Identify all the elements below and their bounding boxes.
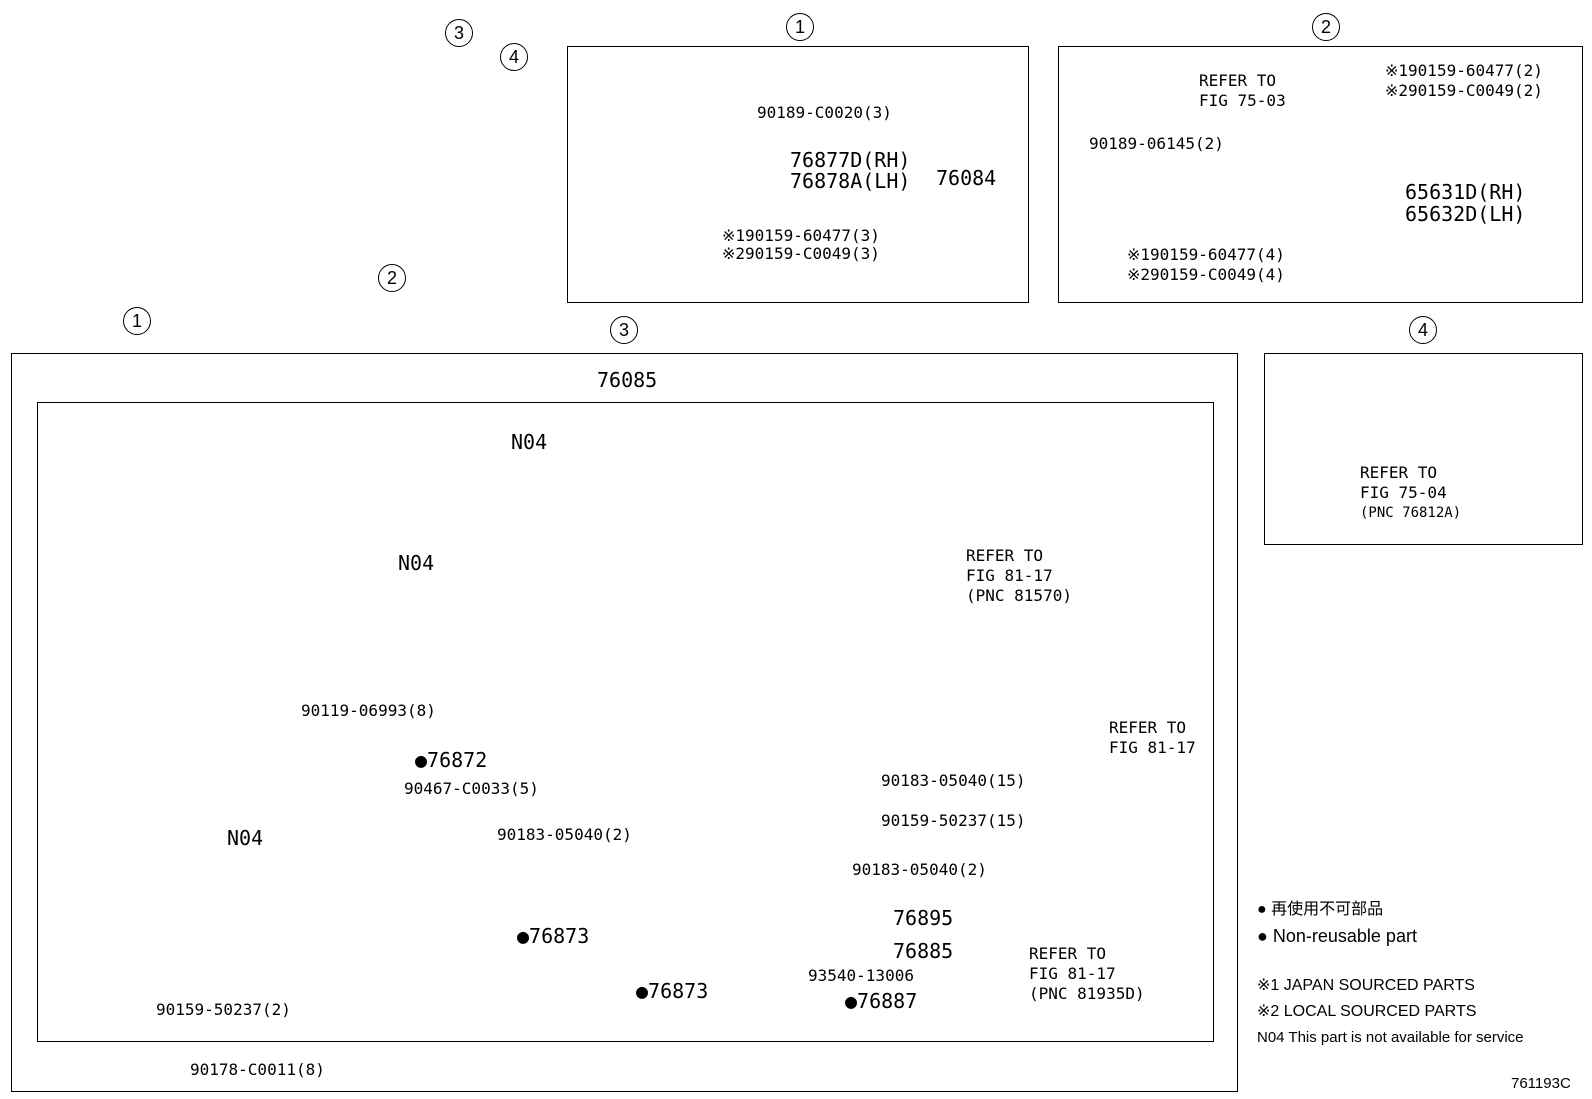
panel-3-inner — [37, 402, 1214, 1042]
note-local: ※2 LOCAL SOURCED PARTS — [1257, 1003, 1477, 1020]
p3-n04-mid: N04 — [398, 551, 435, 575]
p3-93540: 93540-13006 — [808, 966, 914, 985]
p3-assy: 76085 — [597, 368, 658, 392]
p3-90183-2a: 90183-05040(2) — [497, 825, 632, 844]
p3-ref2-a: REFER TO — [1109, 718, 1187, 737]
p3-90183-2b: 90183-05040(2) — [852, 860, 987, 879]
p1-rh: 76877D(RH) — [790, 148, 911, 172]
p2-bolt-a2: ※290159-C0049(2) — [1385, 81, 1543, 100]
p3-ref3-b: FIG 81-17 — [1029, 964, 1116, 983]
note-japan: ※1 JAPAN SOURCED PARTS — [1257, 977, 1475, 994]
p3-n04-top: N04 — [511, 430, 548, 454]
p2-ref-b: FIG 75-03 — [1199, 91, 1286, 110]
panel2-marker: 2 — [1312, 13, 1340, 41]
p3-76873a: ●76873 — [517, 924, 590, 948]
p2-rh: 65631D(RH) — [1405, 180, 1526, 204]
p3-76872: ●76872 — [415, 748, 488, 772]
p3-ref1-c: (PNC 81570) — [966, 586, 1072, 605]
panel-1 — [567, 46, 1029, 303]
p3-90183-15: 90183-05040(15) — [881, 771, 1026, 790]
p3-90178: 90178-C0011(8) — [190, 1060, 325, 1079]
p2-ref-a: REFER TO — [1199, 71, 1277, 90]
panel4-marker: 4 — [1409, 316, 1437, 344]
p1-bolt1: ※190159-60477(3) — [722, 226, 880, 245]
note-n04: N04 This part is not available for servi… — [1257, 1029, 1524, 1046]
p3-90119: 90119-06993(8) — [301, 701, 436, 720]
marker-1: 1 — [123, 307, 151, 335]
p3-90159-2: 90159-50237(2) — [156, 1000, 291, 1019]
p3-n04-low: N04 — [227, 826, 264, 850]
p1-bolt2: ※290159-C0049(3) — [722, 244, 880, 263]
p2-bolt-b2: ※290159-C0049(4) — [1127, 265, 1285, 284]
p3-76887: ●76887 — [845, 989, 918, 1013]
p3-ref3-a: REFER TO — [1029, 944, 1107, 963]
p4-ref-b: FIG 75-04 — [1360, 483, 1447, 502]
p3-ref3-c: (PNC 81935D) — [1029, 984, 1145, 1003]
p2-bolt-b1: ※190159-60477(4) — [1127, 245, 1285, 264]
panel-2 — [1058, 46, 1583, 303]
p2-bolt-a1: ※190159-60477(2) — [1385, 61, 1543, 80]
marker-2: 2 — [378, 264, 406, 292]
marker-3: 3 — [445, 19, 473, 47]
p1-lh: 76878A(LH) — [790, 169, 911, 193]
p4-ref-c: (PNC 76812A) — [1360, 505, 1462, 521]
p3-ref2-b: FIG 81-17 — [1109, 738, 1196, 757]
note-nonreusable: ● Non-reusable part — [1257, 926, 1417, 946]
p3-76895: 76895 — [893, 906, 954, 930]
p4-ref-a: REFER TO — [1360, 463, 1438, 482]
p1-assy: 76084 — [936, 166, 997, 190]
p3-76885: 76885 — [893, 939, 954, 963]
marker-4: 4 — [500, 43, 528, 71]
notes-legend: ● 再使用不可部品 ● Non-reusable part ※1 JAPAN S… — [1257, 897, 1524, 1051]
p3-ref1-b: FIG 81-17 — [966, 566, 1053, 585]
figure-id: 761193C — [1511, 1075, 1571, 1092]
panel-3 — [11, 353, 1238, 1092]
p1-nut-top: 90189-C0020(3) — [757, 103, 892, 122]
panel-4 — [1264, 353, 1583, 545]
panel3-marker: 3 — [610, 316, 638, 344]
p3-ref1-a: REFER TO — [966, 546, 1044, 565]
p2-clip: 90189-06145(2) — [1089, 134, 1224, 153]
p3-90159-15: 90159-50237(15) — [881, 811, 1026, 830]
p3-90467: 90467-C0033(5) — [404, 779, 539, 798]
p3-76873b: ●76873 — [636, 979, 709, 1003]
note-cjk: ● 再使用不可部品 — [1257, 901, 1384, 918]
p2-lh: 65632D(LH) — [1405, 202, 1526, 226]
panel1-marker: 1 — [786, 13, 814, 41]
